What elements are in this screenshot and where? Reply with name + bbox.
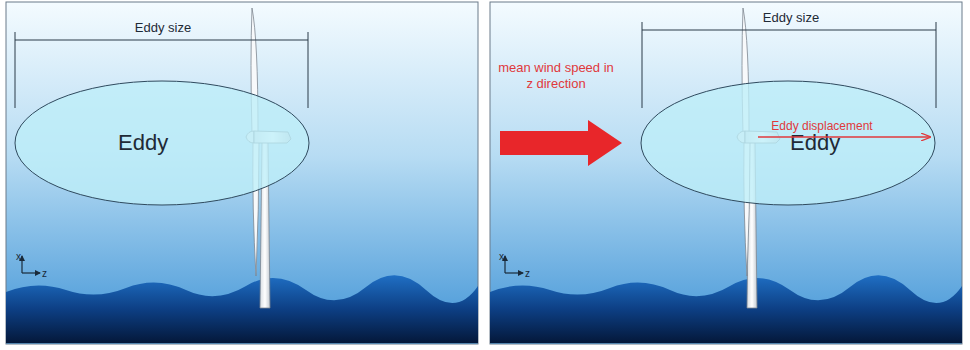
eddy-label: Eddy bbox=[790, 130, 840, 156]
displacement-label: Eddy displacement bbox=[769, 119, 874, 134]
right-panel bbox=[490, 2, 962, 344]
eddy-ellipse: Eddy bbox=[640, 80, 936, 206]
axis-symbol bbox=[505, 256, 523, 273]
wind-label: mean wind speed in z direction bbox=[496, 60, 616, 93]
ellipse-outline bbox=[640, 80, 936, 206]
eddy-ellipse: Eddy bbox=[14, 80, 310, 206]
axis-label: x bbox=[499, 251, 504, 264]
axis-label: z bbox=[42, 268, 47, 281]
left-panel bbox=[6, 2, 478, 344]
axis-symbol bbox=[22, 256, 40, 273]
size-label: Eddy size bbox=[133, 20, 193, 36]
wind-arrow bbox=[500, 120, 622, 166]
eddy-label: Eddy bbox=[118, 130, 168, 156]
size-label: Eddy size bbox=[761, 10, 821, 26]
axis-label: x bbox=[16, 251, 21, 264]
axis-label: z bbox=[525, 268, 530, 281]
